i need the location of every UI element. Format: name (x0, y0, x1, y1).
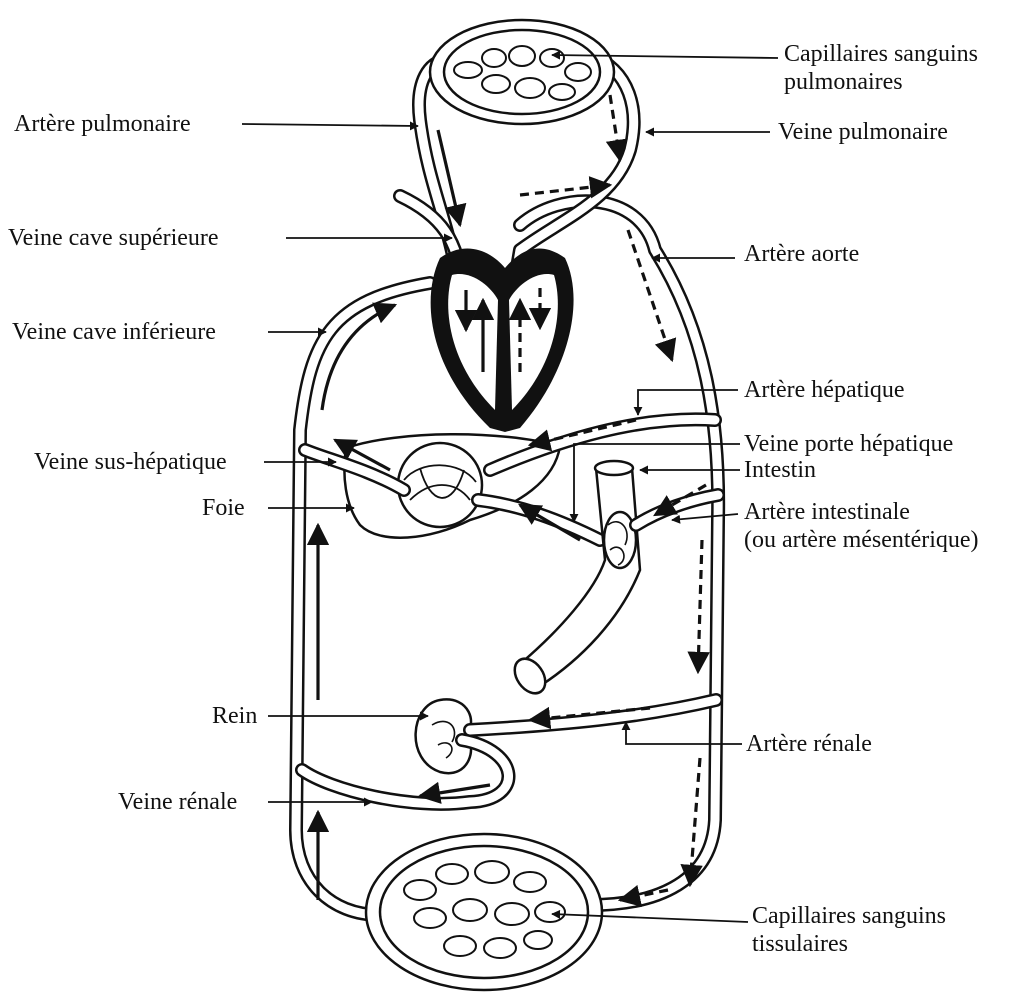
label-artere-renale: Artère rénale (746, 730, 872, 758)
label-capillaires-tissulaires-line2: tissulaires (752, 930, 946, 958)
label-veine-porte-hepatique: Veine porte hépatique (744, 430, 953, 458)
label-artere-intestinale: Artère intestinale (ou artère mésentériq… (744, 498, 979, 554)
label-veine-cave-superieure: Veine cave supérieure (8, 224, 219, 252)
label-capillaires-pulmonaires-line2: pulmonaires (784, 68, 978, 96)
label-artere-intestinale-line2: (ou artère mésentérique) (744, 526, 979, 554)
label-rein: Rein (212, 702, 257, 730)
label-veine-renale: Veine rénale (118, 788, 237, 816)
kidney (302, 699, 716, 803)
label-veine-sus-hepatique: Veine sus-hépatique (34, 448, 227, 476)
label-veine-pulmonaire: Veine pulmonaire (778, 118, 948, 146)
pulmonary-capillaries (430, 20, 614, 124)
label-capillaires-tissulaires: Capillaires sanguins tissulaires (752, 902, 946, 958)
tissue-capillaries (366, 834, 602, 990)
label-capillaires-pulmonaires: Capillaires sanguins pulmonaires (784, 40, 978, 96)
heart (431, 249, 574, 432)
label-artere-intestinale-line1: Artère intestinale (744, 498, 979, 526)
label-foie: Foie (202, 494, 245, 522)
label-artere-pulmonaire: Artère pulmonaire (14, 110, 191, 138)
label-artere-hepatique: Artère hépatique (744, 376, 905, 404)
label-capillaires-pulmonaires-line1: Capillaires sanguins (784, 40, 978, 68)
label-capillaires-tissulaires-line1: Capillaires sanguins (752, 902, 946, 930)
label-veine-cave-inferieure: Veine cave inférieure (12, 318, 216, 346)
label-artere-aorte: Artère aorte (744, 240, 859, 268)
label-intestin: Intestin (744, 456, 816, 484)
